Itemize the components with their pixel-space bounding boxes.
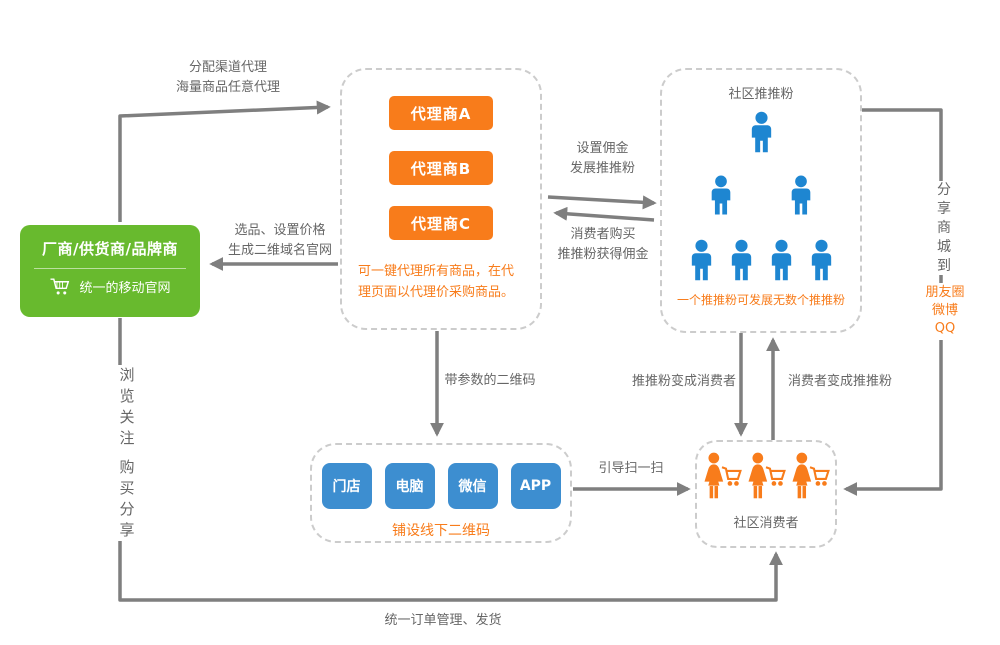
flow-label-order: 统一订单管理、发货 xyxy=(384,613,502,628)
flow-label-scan: 引导扫一扫 xyxy=(598,461,664,476)
agent-button-b: 代理商B xyxy=(389,151,493,185)
fan-icon xyxy=(691,239,711,281)
consumer-icon xyxy=(703,452,742,500)
supplier-title: 厂商/供货商/品牌商 xyxy=(42,240,178,258)
channel-button-pc: 电脑 xyxy=(384,463,435,509)
agents-box: 代理商A 代理商B 代理商C 可一键代理所有商品，在代理页面以代理价采购商品。 xyxy=(340,68,542,330)
fan-icon xyxy=(751,111,771,153)
channels-box: 门店 电脑 微信 APP 铺设线下二维码 xyxy=(310,443,572,543)
consumer-icon xyxy=(791,452,830,500)
flow-label-select-price: 选品、设置价格 生成二维域名官网 xyxy=(227,223,332,258)
consumers-title: 社区消费者 xyxy=(733,516,799,531)
consumers-row xyxy=(701,452,831,500)
channels-row: 门店 电脑 微信 APP xyxy=(321,463,561,509)
channel-button-store: 门店 xyxy=(321,463,372,509)
arrow-supplier-to-agents xyxy=(118,100,331,222)
community-note: 一个推推粉可发展无数个推推粉 xyxy=(676,293,845,307)
arrow-agents-to-community xyxy=(547,195,657,210)
flow-label-assign: 分配渠道代理 海量商品任意代理 xyxy=(175,60,280,95)
fan-icon xyxy=(811,239,831,281)
channel-button-app: APP xyxy=(510,463,561,509)
community-box: 社区推推粉 一个推推粉可发展无数个推推粉 xyxy=(660,68,862,333)
community-title: 社区推推粉 xyxy=(728,87,794,102)
flow-label-qr-param: 带参数的二维码 xyxy=(444,373,536,388)
cart-icon xyxy=(50,278,70,295)
flow-label-browse-2: 购买分享 xyxy=(119,458,135,539)
agent-button-a: 代理商A xyxy=(389,96,493,130)
flow-label-browse-1: 浏览关注 xyxy=(119,366,135,447)
supplier-box: 厂商/供货商/品牌商 统一的移动官网 xyxy=(20,225,200,317)
fan-row-3 xyxy=(688,239,835,281)
consumer-icon xyxy=(747,452,786,500)
fan-icon xyxy=(731,239,751,281)
channels-note: 铺设线下二维码 xyxy=(392,523,490,539)
flow-label-commission: 设置佣金 发展推推粉 xyxy=(569,141,635,176)
fan-icon xyxy=(771,239,791,281)
flow-label-share: 分享商城到 xyxy=(934,181,954,276)
agents-note: 可一键代理所有商品，在代理页面以代理价采购商品。 xyxy=(358,264,515,301)
flow-label-browse: 浏览关注 购买分享 xyxy=(114,365,140,541)
consumers-box: 社区消费者 xyxy=(695,440,837,548)
flow-label-consumer-to-fan: 消费者变成推推粉 xyxy=(786,371,894,393)
agent-button-c: 代理商C xyxy=(389,206,493,240)
supplier-subtitle: 统一的移动官网 xyxy=(79,281,171,296)
channel-button-wechat: 微信 xyxy=(447,463,498,509)
fan-row-1 xyxy=(748,111,775,153)
fan-row-2 xyxy=(708,175,814,215)
flow-label-fan-to-consumer: 推推粉变成消费者 xyxy=(630,371,738,393)
flow-label-share-targets: 朋友圈 微博 QQ xyxy=(922,283,968,340)
fan-icon xyxy=(711,175,731,215)
supplier-divider xyxy=(34,268,186,269)
flow-label-purchase: 消费者购买 推推粉获得佣金 xyxy=(557,227,649,262)
arrow-community-to-agents xyxy=(553,206,655,222)
supplier-subtitle-row: 统一的移动官网 xyxy=(20,277,200,296)
fan-icon xyxy=(791,175,811,215)
